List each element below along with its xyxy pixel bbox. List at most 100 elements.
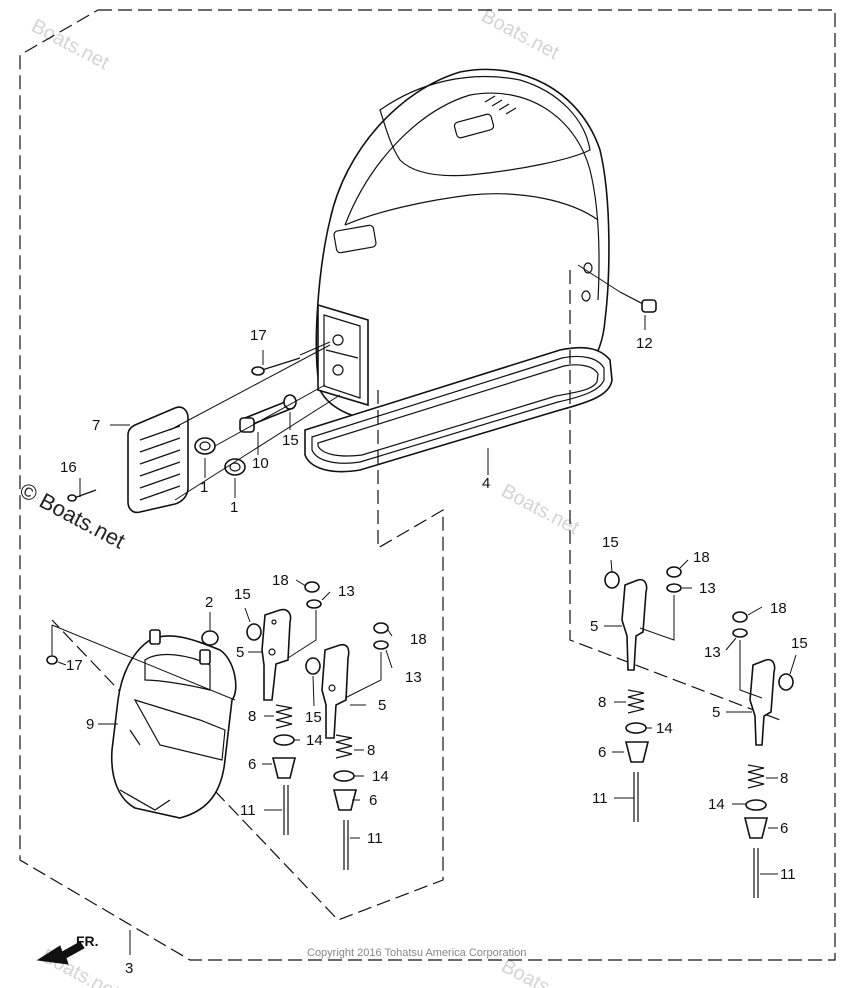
callout-13: 13: [704, 644, 721, 661]
callout-14: 14: [372, 768, 389, 785]
washer-15e: [778, 673, 794, 691]
callout-15: 15: [305, 709, 322, 726]
pin-11a: [283, 785, 289, 835]
callout-5: 5: [378, 697, 386, 714]
callout-15: 15: [602, 534, 619, 551]
callout-5: 5: [236, 644, 244, 661]
callout-11: 11: [240, 802, 256, 819]
screw-16: [67, 489, 97, 502]
screw-17: [251, 357, 301, 376]
callout-11: 11: [367, 830, 383, 847]
callout-18: 18: [693, 549, 710, 566]
washer-14d: [745, 799, 767, 811]
callout-8: 8: [598, 694, 606, 711]
callout-7: 7: [92, 417, 100, 434]
callout-6: 6: [369, 792, 377, 809]
washer-14c: [625, 722, 647, 734]
callout-labels: 17 7 15 10 1 1 16 12 4 2 18 13 15 5 17 9…: [60, 327, 808, 977]
callout-18: 18: [770, 600, 787, 617]
leader-9: [51, 624, 236, 701]
latch-left-b: [305, 622, 389, 739]
callout-14: 14: [708, 796, 725, 813]
pin-11d: [753, 848, 759, 898]
watermark: Boats.net: [28, 15, 113, 74]
callout-13: 13: [699, 580, 716, 597]
nut-18c: [666, 566, 682, 578]
screw-17b: [46, 655, 58, 665]
callout-15: 15: [282, 432, 299, 449]
callout-16: 16: [60, 459, 77, 476]
lower-cover: [110, 629, 237, 819]
callout-3: 3: [125, 960, 133, 977]
watermark: Boats.net: [38, 945, 123, 988]
pin-11b: [343, 820, 349, 870]
callout-5: 5: [590, 618, 598, 635]
spring-8c: [627, 689, 645, 714]
callout-17: 17: [66, 657, 83, 674]
seal-gasket: [304, 346, 613, 473]
spring-8b: [335, 734, 353, 759]
washer-14a: [273, 734, 295, 746]
callout-18: 18: [410, 631, 427, 648]
cap-6b: [332, 789, 358, 811]
grommet-2: [201, 612, 219, 646]
latch-right-b: [732, 611, 794, 746]
leader-lines: [79, 264, 646, 501]
callout-1: 1: [230, 499, 238, 516]
callout-9: 9: [86, 716, 94, 733]
callout-leaders: [129, 559, 797, 955]
spring-8a: [275, 704, 293, 729]
bolt-12: [619, 291, 657, 313]
washer-13d: [732, 628, 748, 638]
cap-6d: [743, 817, 769, 839]
assembly-border: [19, 9, 836, 961]
callout-14: 14: [306, 732, 323, 749]
latch-right-a: [604, 566, 682, 671]
washer-15b: [246, 623, 262, 641]
callout-11: 11: [780, 866, 796, 883]
callout-8: 8: [248, 708, 256, 725]
callout-11: 11: [592, 790, 608, 807]
watermark-main: © Boats.net: [16, 477, 130, 553]
copyright-text: Copyright 2016 Tohatsu America Corporati…: [307, 947, 526, 959]
cap-6c: [624, 741, 650, 763]
callout-14: 14: [656, 720, 673, 737]
washer-15c: [305, 657, 321, 675]
bolt-10: [239, 398, 295, 433]
nut-18d: [732, 611, 748, 623]
washer-15d: [604, 571, 620, 589]
callout-8: 8: [780, 770, 788, 787]
nut-18b: [373, 622, 389, 634]
grommet-1a: [194, 437, 216, 455]
callout-5: 5: [712, 704, 720, 721]
nut-18a: [304, 581, 320, 593]
washer-15: [283, 394, 297, 410]
cap-6a: [271, 757, 297, 779]
callout-2: 2: [205, 594, 213, 611]
callout-6: 6: [598, 744, 606, 761]
callout-6: 6: [248, 756, 256, 773]
callout-13: 13: [405, 669, 422, 686]
pin-11c: [633, 772, 639, 822]
front-direction-indicator: FR.: [36, 933, 99, 965]
spring-8d: [747, 764, 765, 789]
washer-13b: [373, 640, 389, 650]
watermark: Boats.net: [478, 5, 563, 64]
grommet-1b: [224, 458, 246, 476]
callout-8: 8: [367, 742, 375, 759]
lower-assembly-outline: [51, 390, 444, 921]
callout-1: 1: [200, 479, 208, 496]
vent-grill: [127, 406, 189, 514]
washer-14b: [333, 770, 355, 782]
washer-13c: [666, 583, 682, 593]
callout-15: 15: [234, 586, 251, 603]
callout-15: 15: [791, 635, 808, 652]
callout-12: 12: [636, 335, 653, 352]
latch-left-a: [246, 581, 322, 701]
callout-6: 6: [780, 820, 788, 837]
callout-13: 13: [338, 583, 355, 600]
callout-10: 10: [252, 455, 269, 472]
washer-13a: [306, 599, 322, 609]
front-label: FR.: [76, 933, 99, 949]
